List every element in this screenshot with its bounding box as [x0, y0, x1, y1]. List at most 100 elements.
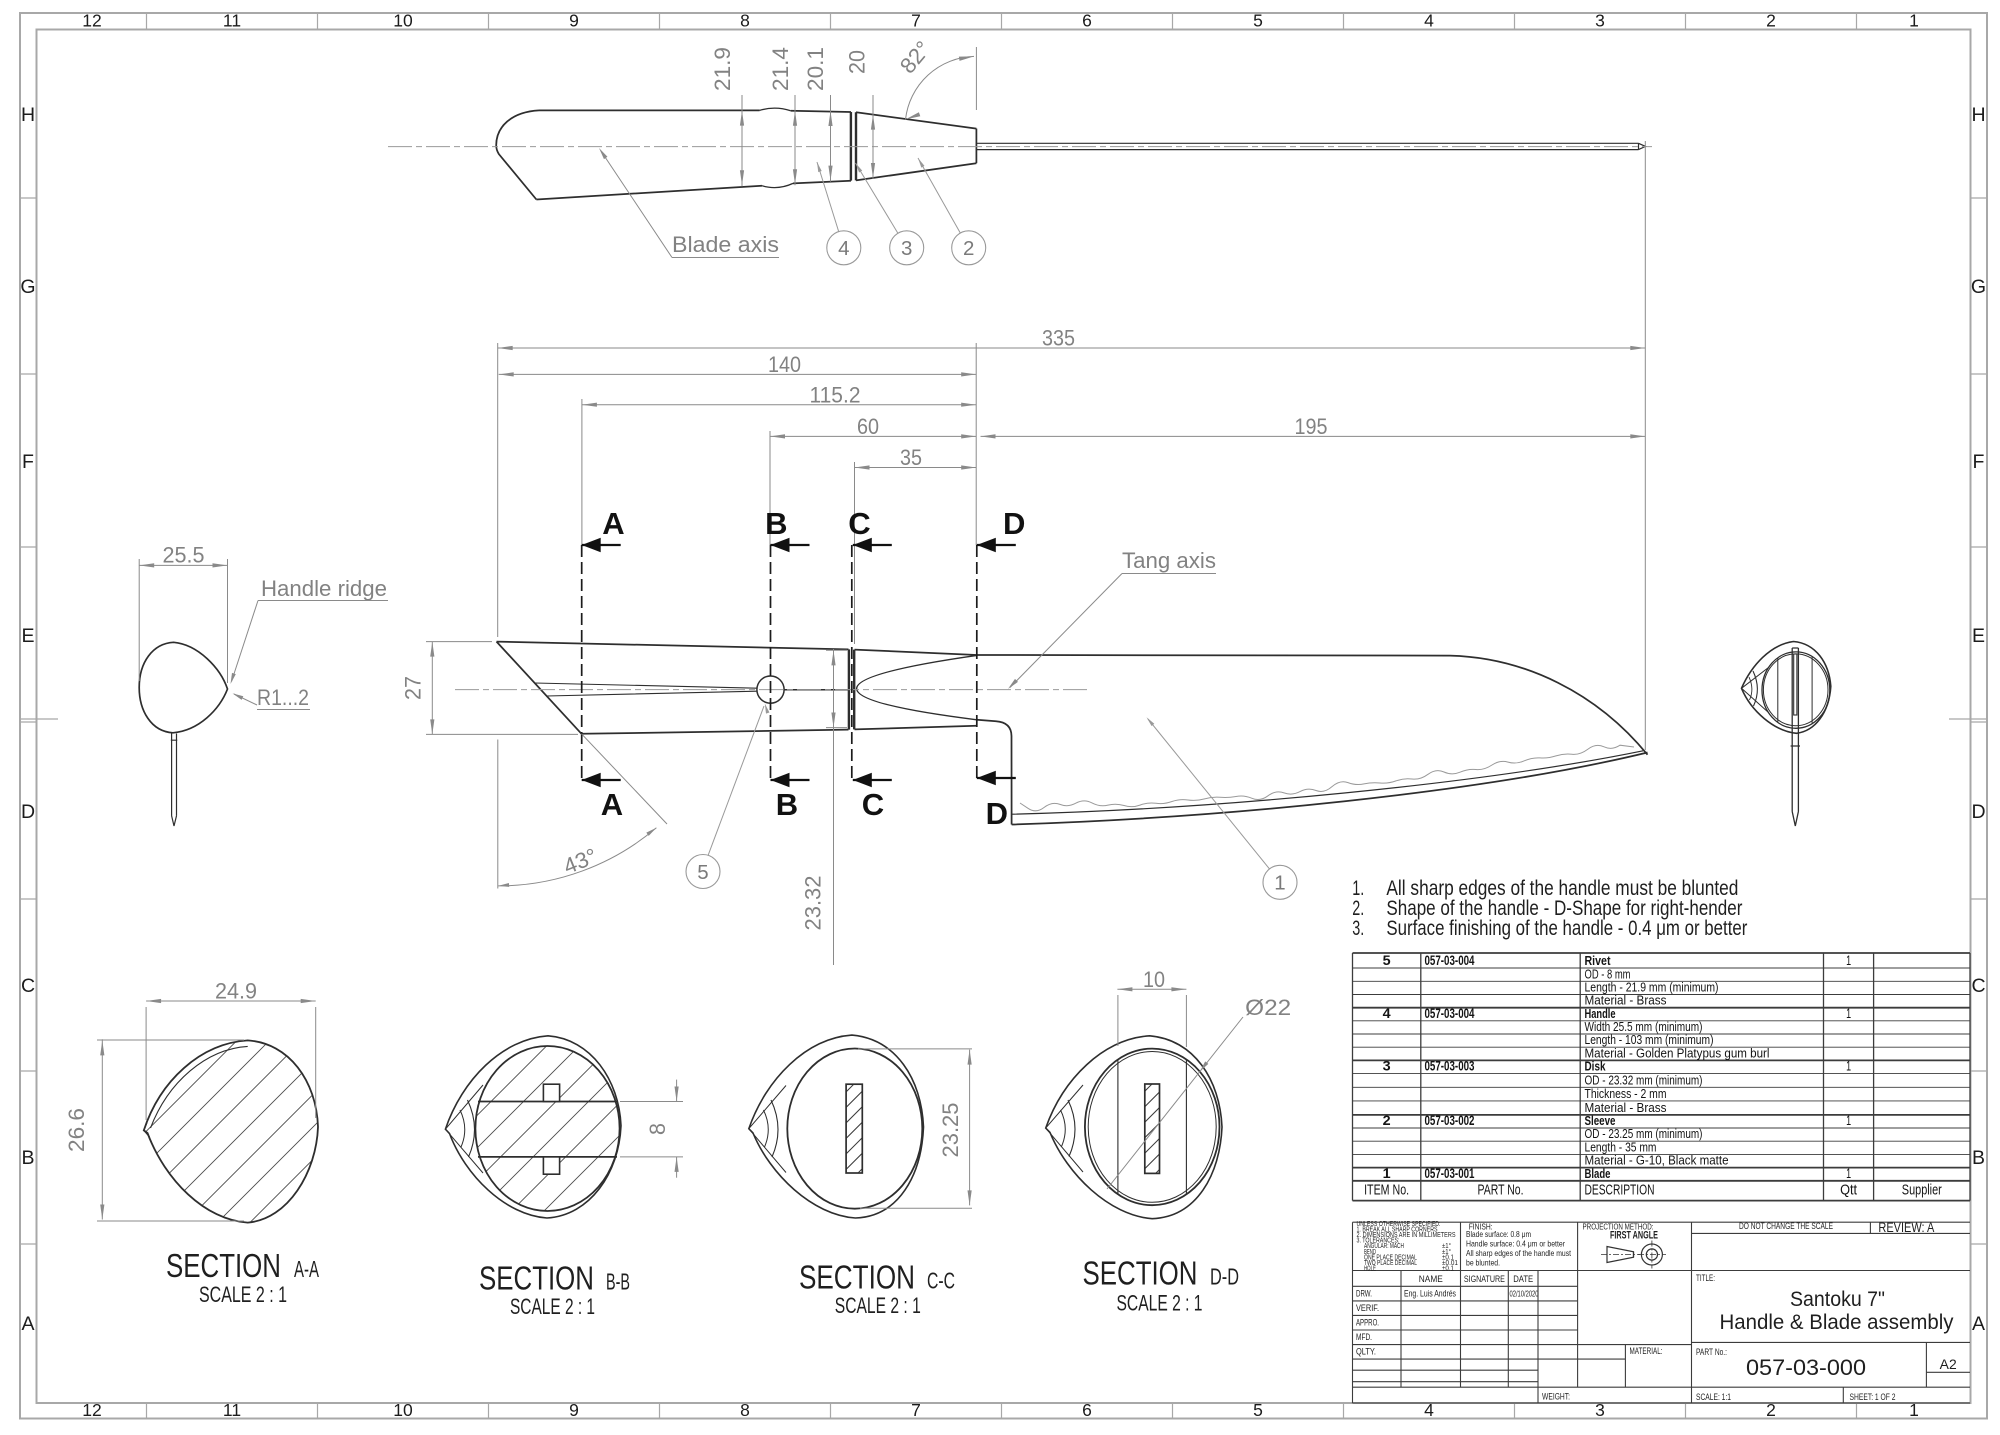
svg-text:60: 60: [857, 414, 879, 439]
svg-text:26.6: 26.6: [64, 1108, 89, 1152]
svg-text:25.5: 25.5: [163, 543, 205, 568]
svg-text:057-03-002: 057-03-002: [1425, 1113, 1475, 1128]
svg-text:Handle & Blade assembly: Handle & Blade assembly: [1720, 1311, 1954, 1334]
svg-text:C-C: C-C: [927, 1268, 955, 1294]
svg-text:VERIF.: VERIF.: [1356, 1303, 1379, 1313]
svg-text:D-D: D-D: [1210, 1264, 1239, 1290]
svg-text:SCALE 2 : 1: SCALE 2 : 1: [835, 1293, 921, 1318]
svg-text:5: 5: [1383, 953, 1392, 968]
svg-text:WEIGHT:: WEIGHT:: [1542, 1392, 1570, 1402]
svg-text:SECTION: SECTION: [799, 1259, 915, 1296]
svg-text:5: 5: [1253, 1400, 1263, 1420]
svg-text:C: C: [1971, 975, 1985, 997]
svg-text:A: A: [602, 506, 624, 541]
svg-text:12: 12: [82, 1400, 101, 1420]
svg-text:1: 1: [1846, 1006, 1851, 1021]
svg-text:02/10/2020: 02/10/2020: [1510, 1289, 1539, 1299]
svg-text:1: 1: [1274, 872, 1285, 895]
svg-text:R1...2: R1...2: [257, 685, 309, 710]
svg-text:Ø22: Ø22: [1245, 995, 1291, 1020]
svg-text:HOLE: HOLE: [1364, 1263, 1376, 1272]
svg-text:D: D: [1971, 801, 1985, 823]
svg-text:DESCRIPTION: DESCRIPTION: [1585, 1182, 1655, 1199]
svg-text:Qtt: Qtt: [1840, 1182, 1858, 1199]
svg-text:Supplier: Supplier: [1902, 1182, 1942, 1199]
svg-text:H: H: [21, 104, 35, 126]
svg-text:FIRST ANGLE: FIRST ANGLE: [1610, 1230, 1658, 1242]
svg-text:Eng. Luis Andrés: Eng. Luis Andrés: [1404, 1289, 1456, 1299]
svg-text:27: 27: [401, 676, 426, 700]
svg-text:E: E: [1972, 625, 1985, 647]
svg-text:10: 10: [1143, 967, 1165, 992]
svg-text:G: G: [1971, 276, 1986, 298]
svg-text:4: 4: [1424, 11, 1434, 31]
svg-text:SECTION: SECTION: [166, 1247, 281, 1284]
svg-text:SHEET: 1 OF 2: SHEET: 1 OF 2: [1850, 1392, 1896, 1403]
svg-text:be blunted.: be blunted.: [1466, 1258, 1500, 1268]
svg-text:7: 7: [911, 11, 921, 31]
svg-text:A: A: [601, 787, 623, 822]
svg-text:Blade axis: Blade axis: [672, 232, 779, 257]
svg-text:±0.1: ±0.1: [1442, 1263, 1454, 1272]
svg-text:057-03-004: 057-03-004: [1425, 953, 1475, 968]
svg-text:PART No.:: PART No.:: [1696, 1347, 1727, 1357]
svg-text:B: B: [776, 787, 798, 822]
svg-text:H: H: [1971, 104, 1985, 126]
svg-text:B-B: B-B: [606, 1269, 630, 1295]
svg-text:10: 10: [393, 1400, 413, 1420]
svg-text:ITEM No.: ITEM No.: [1364, 1182, 1409, 1199]
svg-text:DRW.: DRW.: [1356, 1289, 1372, 1299]
svg-text:23.25: 23.25: [938, 1103, 963, 1158]
svg-text:7: 7: [911, 1400, 921, 1420]
svg-text:Material - Golden Platypus gu: Material - Golden Platypus gum burl: [1585, 1045, 1770, 1060]
svg-text:MFD.: MFD.: [1356, 1332, 1372, 1342]
svg-text:12: 12: [82, 11, 101, 31]
svg-text:TITLE:: TITLE:: [1696, 1273, 1715, 1283]
svg-text:3: 3: [1383, 1059, 1392, 1074]
svg-text:11: 11: [223, 11, 241, 31]
svg-text:QLTY.: QLTY.: [1356, 1347, 1376, 1357]
svg-text:2: 2: [1383, 1113, 1391, 1128]
svg-text:D: D: [21, 801, 35, 823]
svg-text:057-03-001: 057-03-001: [1425, 1166, 1475, 1181]
svg-text:SIGNATURE: SIGNATURE: [1464, 1274, 1505, 1284]
svg-text:MATERIAL:: MATERIAL:: [1630, 1346, 1663, 1356]
svg-text:9: 9: [569, 11, 579, 31]
svg-text:1: 1: [1909, 11, 1919, 31]
svg-text:82°: 82°: [895, 36, 936, 78]
svg-text:35: 35: [900, 445, 922, 470]
svg-text:SCALE 2 : 1: SCALE 2 : 1: [199, 1282, 287, 1307]
svg-text:1: 1: [1846, 1059, 1851, 1074]
svg-text:D: D: [986, 796, 1008, 831]
svg-text:8: 8: [740, 11, 750, 31]
svg-text:5: 5: [1253, 11, 1263, 31]
svg-text:SECTION: SECTION: [1083, 1255, 1198, 1292]
svg-text:NAME: NAME: [1419, 1274, 1443, 1284]
svg-text:3: 3: [1595, 11, 1605, 31]
svg-text:057-03-000: 057-03-000: [1746, 1355, 1866, 1380]
svg-text:A-A: A-A: [294, 1256, 319, 1282]
svg-text:C: C: [848, 506, 870, 541]
svg-text:SCALE: 1:1: SCALE: 1:1: [1696, 1392, 1731, 1403]
svg-text:G: G: [20, 276, 35, 298]
svg-text:SCALE 2 : 1: SCALE 2 : 1: [1117, 1291, 1203, 1316]
svg-text:A2: A2: [1940, 1357, 1957, 1372]
svg-text:Surface finishing of the handl: Surface finishing of the handle - 0.4 μm…: [1386, 917, 1747, 940]
svg-text:B: B: [21, 1147, 34, 1169]
svg-text:F: F: [1973, 451, 1985, 473]
svg-text:23.32: 23.32: [801, 876, 826, 931]
svg-text:1: 1: [1846, 953, 1851, 968]
svg-text:4: 4: [838, 237, 849, 260]
svg-text:Blade: Blade: [1585, 1166, 1611, 1181]
svg-text:5: 5: [697, 861, 708, 884]
svg-text:Thickness - 2 mm: Thickness - 2 mm: [1585, 1086, 1667, 1101]
svg-text:Handle surface: 0.4 μm or bett: Handle surface: 0.4 μm or better: [1466, 1239, 1565, 1249]
svg-text:DO NOT CHANGE THE SCALE: DO NOT CHANGE THE SCALE: [1739, 1221, 1833, 1232]
svg-text:Santoku 7": Santoku 7": [1790, 1288, 1885, 1311]
svg-text:335: 335: [1042, 326, 1075, 351]
svg-text:REVIEW: A: REVIEW: A: [1878, 1219, 1935, 1235]
svg-text:115.2: 115.2: [810, 382, 861, 407]
svg-text:B: B: [765, 506, 787, 541]
svg-text:C: C: [862, 787, 884, 822]
svg-text:A: A: [21, 1313, 34, 1335]
